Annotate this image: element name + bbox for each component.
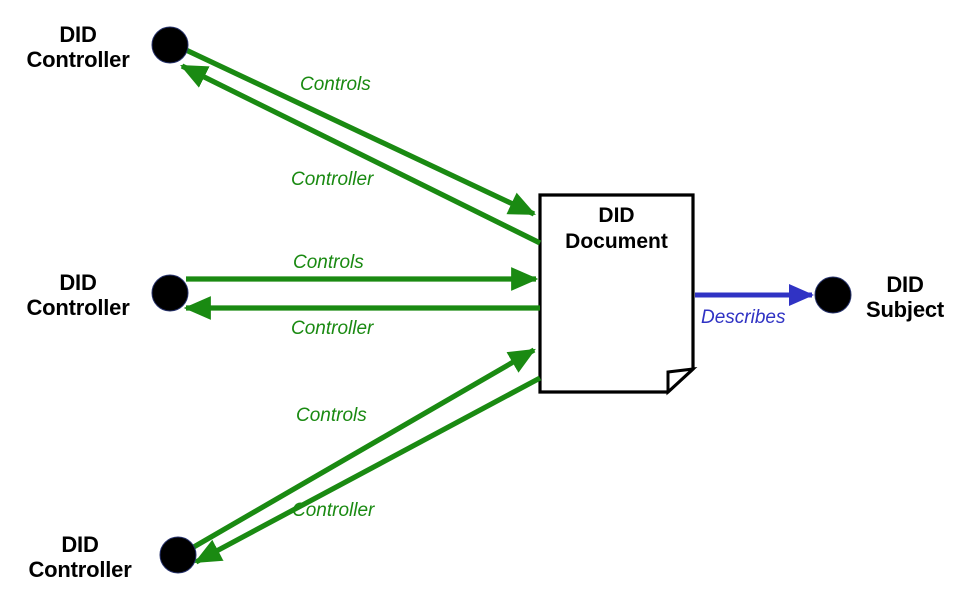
node-label-controller-bottom: DID Controller xyxy=(28,532,132,582)
edge-bottom-controller-line[interactable] xyxy=(194,375,542,565)
edge-label-middle-controller: Controller xyxy=(291,318,374,339)
node-label-did-document: DID Document xyxy=(565,204,668,253)
node-did-subject-circle[interactable] xyxy=(814,276,852,314)
document-fold-corner xyxy=(666,366,698,396)
node-controller-middle-circle[interactable] xyxy=(151,274,189,312)
edge-top-controls-line[interactable] xyxy=(184,47,536,217)
node-label-did-subject: DID Subject xyxy=(865,272,945,322)
edge-top-controller-line[interactable] xyxy=(180,63,542,246)
node-label-controller-middle: DID Controller xyxy=(26,270,130,320)
edge-label-middle-controls: Controls xyxy=(293,252,364,273)
edge-bottom-controls-line[interactable] xyxy=(190,347,536,551)
node-controller-bottom-circle[interactable] xyxy=(159,536,197,574)
node-controller-top-circle[interactable] xyxy=(151,26,189,64)
edge-label-bottom-controller: Controller xyxy=(292,500,375,521)
edge-label-bottom-controls: Controls xyxy=(296,405,367,426)
node-label-controller-top: DID Controller xyxy=(26,22,130,72)
edge-label-top-controls: Controls xyxy=(300,74,371,95)
did-document-shape[interactable] xyxy=(538,193,698,396)
edge-label-describes: Describes xyxy=(701,307,786,328)
edge-label-top-controller: Controller xyxy=(291,169,374,190)
